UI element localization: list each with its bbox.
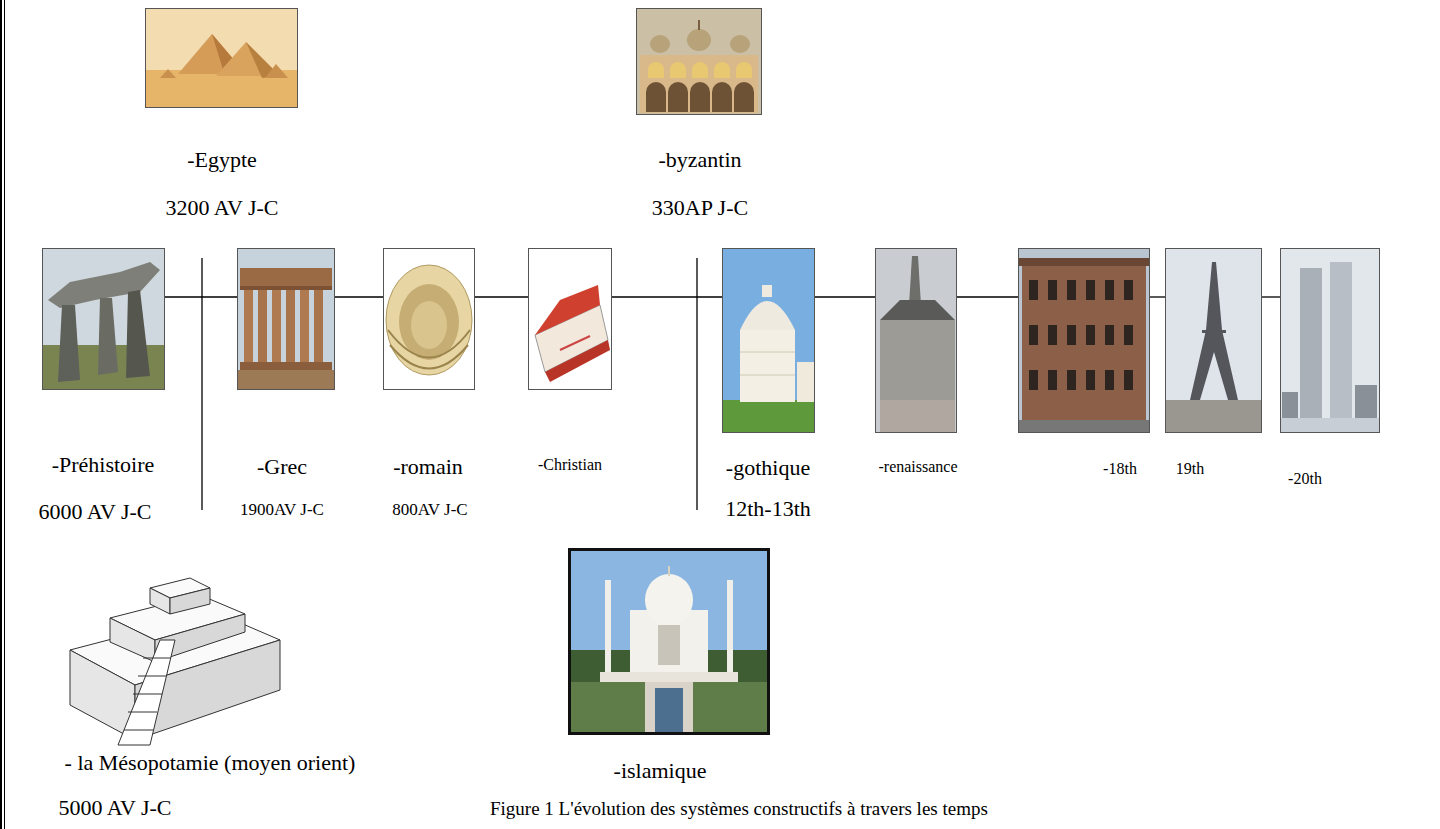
era-name: - la Mésopotamie (moyen orient) bbox=[65, 750, 356, 775]
baptistery-picture bbox=[722, 248, 815, 433]
colosseum-picture bbox=[383, 248, 475, 390]
timeline-segment bbox=[612, 296, 722, 297]
era-date: 5000 AV J-C bbox=[59, 795, 172, 820]
era-frame: -romain800AV J-C bbox=[383, 248, 475, 390]
timeline-segment bbox=[475, 296, 528, 297]
era-frame: 19th bbox=[1165, 248, 1262, 433]
timeline-segment bbox=[335, 296, 383, 297]
cathedral-picture bbox=[875, 248, 957, 433]
timeline-segment bbox=[165, 296, 237, 297]
figure-caption: Figure 1 L'évolution des systèmes constr… bbox=[490, 798, 988, 820]
era-frame: -Préhistoire6000 AV J-C bbox=[42, 248, 165, 390]
timeline-segment bbox=[1150, 296, 1165, 297]
era-frame: -renaissance bbox=[875, 248, 957, 433]
era-name: -renaissance bbox=[878, 458, 957, 476]
period-divider bbox=[696, 258, 697, 510]
era-name: -20th bbox=[1288, 470, 1322, 488]
era-frame: -Grec1900AV J-C bbox=[237, 248, 335, 390]
palace-picture bbox=[1018, 248, 1150, 433]
page-border bbox=[0, 0, 2, 829]
era-frame: -20th bbox=[1280, 248, 1380, 433]
era-frame: -islamique bbox=[568, 548, 770, 735]
period-divider bbox=[201, 258, 202, 510]
taj-mahal-picture bbox=[568, 548, 770, 735]
era-name: -Préhistoire bbox=[52, 452, 155, 477]
era-name: -byzantin bbox=[658, 147, 741, 172]
era-name: -18th bbox=[1103, 460, 1137, 478]
eiffel-tower-picture bbox=[1165, 248, 1262, 433]
basilica-picture bbox=[528, 248, 612, 390]
era-name: -Grec bbox=[257, 454, 307, 479]
era-name: -romain bbox=[393, 454, 463, 479]
byzantine-church-picture bbox=[636, 8, 762, 115]
era-date: 330AP J-C bbox=[652, 195, 748, 220]
era-name: 19th bbox=[1176, 460, 1204, 478]
pyramids-picture bbox=[145, 8, 298, 108]
era-frame: - la Mésopotamie (moyen orient)5000 AV J… bbox=[50, 528, 290, 748]
era-date: 6000 AV J-C bbox=[39, 499, 152, 524]
dolmen-picture bbox=[42, 248, 165, 390]
twin-towers-picture bbox=[1280, 248, 1380, 433]
timeline-segment bbox=[815, 296, 875, 297]
timeline-segment bbox=[957, 296, 1018, 297]
era-name: -islamique bbox=[614, 758, 707, 783]
timeline-segment bbox=[1262, 296, 1280, 297]
era-frame: -gothique12th-13th bbox=[722, 248, 815, 433]
era-date: 3200 AV J-C bbox=[166, 195, 279, 220]
era-name: -gothique bbox=[726, 455, 810, 480]
page-border bbox=[4, 0, 5, 829]
ziggurat-drawing bbox=[70, 578, 280, 745]
era-name: -Egypte bbox=[187, 147, 257, 172]
era-frame: -Egypte3200 AV J-C bbox=[145, 8, 298, 108]
era-date: 12th-13th bbox=[725, 496, 811, 521]
era-frame: -18th bbox=[1018, 248, 1150, 433]
era-date: 1900AV J-C bbox=[240, 500, 324, 520]
era-date: 800AV J-C bbox=[392, 500, 467, 520]
era-frame: -Christian bbox=[528, 248, 612, 390]
era-frame: -byzantin330AP J-C bbox=[636, 8, 762, 115]
greek-temple-picture bbox=[237, 248, 335, 390]
era-name: -Christian bbox=[538, 456, 602, 474]
